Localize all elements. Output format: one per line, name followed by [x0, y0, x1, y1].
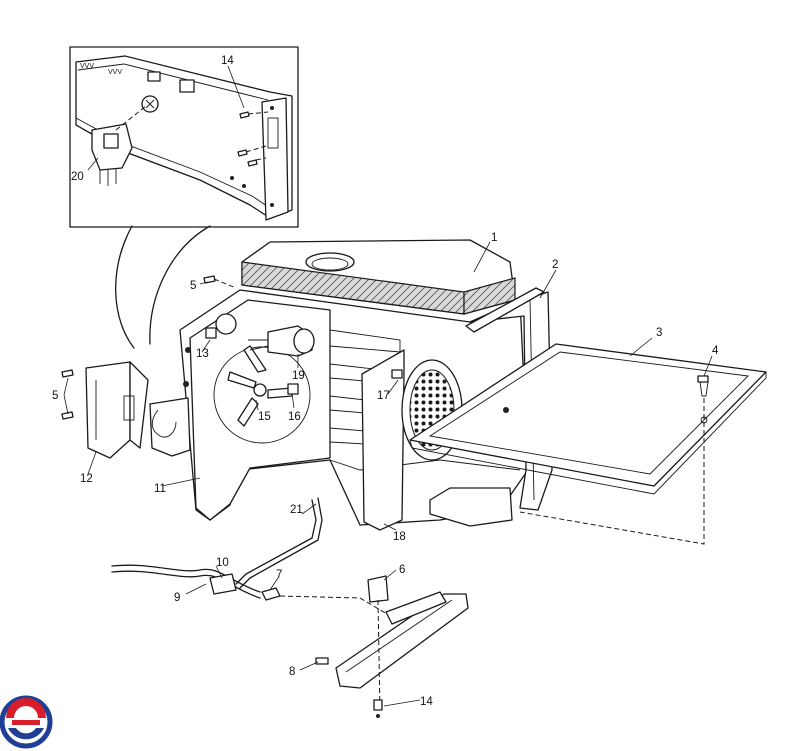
drip-tray	[409, 343, 767, 495]
inset-detail: VVV VVV	[69, 46, 299, 228]
label-part-6: 6	[399, 564, 405, 576]
small-components	[183, 313, 403, 395]
left-side-bracket	[61, 275, 237, 459]
svg-text:VVV: VVV	[80, 63, 94, 70]
label-part-10: 10	[216, 557, 229, 569]
label-part-7: 7	[276, 569, 282, 581]
label-part-5-left: 5	[52, 390, 58, 402]
oven-top-insulation	[241, 239, 516, 315]
label-part-19: 19	[292, 370, 305, 382]
label-part-12: 12	[80, 473, 93, 485]
label-part-5-top: 5	[190, 280, 196, 292]
label-part-8: 8	[289, 666, 295, 678]
label-part-14-bottom: 14	[420, 696, 433, 708]
brand-logo-icon	[0, 695, 53, 749]
svg-text:VVV: VVV	[108, 69, 122, 76]
label-part-3: 3	[656, 327, 662, 339]
label-part-16: 16	[288, 411, 301, 423]
label-part-13: 13	[196, 348, 209, 360]
label-part-4: 4	[712, 345, 719, 357]
lower-element-bracket	[315, 575, 469, 718]
label-part-14-inset: 14	[221, 55, 234, 67]
label-part-18: 18	[393, 531, 406, 543]
label-part-2: 2	[552, 259, 558, 271]
label-part-15: 15	[258, 411, 271, 423]
leader-lines	[63, 241, 713, 707]
label-part-9: 9	[174, 592, 180, 604]
part-labels: 14 20 1 2 3 4 5 5 13 19 17 15 16 12 11 2…	[52, 55, 719, 708]
label-part-1: 1	[491, 232, 497, 244]
label-part-11: 11	[154, 483, 166, 495]
label-part-21: 21	[290, 504, 303, 516]
label-part-20: 20	[71, 171, 84, 183]
label-part-17: 17	[377, 390, 390, 402]
